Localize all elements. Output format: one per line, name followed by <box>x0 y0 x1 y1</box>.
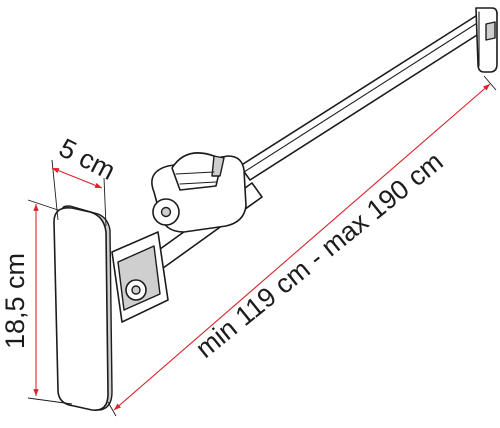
rubber-pad <box>53 205 113 411</box>
locking-clamp <box>151 152 247 233</box>
pad-bracket <box>111 231 169 323</box>
telescopic-bar <box>141 13 489 277</box>
width-label: 5 cm <box>54 133 120 186</box>
dimension-height: 18,5 cm <box>0 199 73 405</box>
height-label: 18,5 cm <box>0 253 30 349</box>
end-cap <box>475 7 498 73</box>
